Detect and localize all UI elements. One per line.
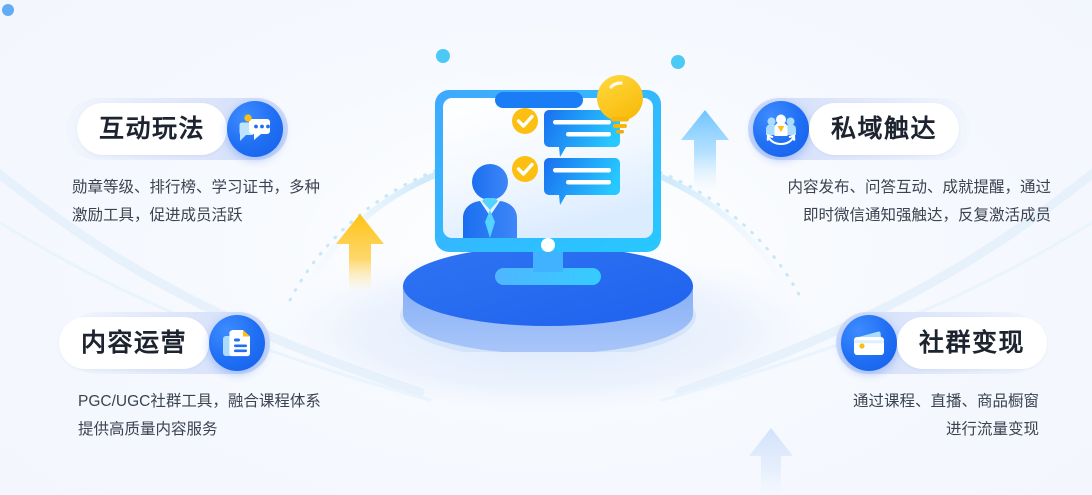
card-content: 内容运营 PGC/UGC社群工具，融合课程体系 提供高质量内容服务 — [58, 312, 321, 444]
central-illustration — [383, 62, 713, 352]
people-group-icon[interactable] — [753, 101, 809, 157]
card-monetize-title: 社群变现 — [919, 328, 1026, 357]
card-interactive-desc-line1: 勋章等级、排行榜、学习证书，多种 — [72, 179, 321, 196]
arrow-up-pale — [749, 428, 793, 495]
card-interactive-description: 勋章等级、排行榜、学习证书，多种 激励工具，促进成员活跃 — [72, 174, 320, 230]
card-interactive-desc-line2: 激励工具，促进成员活跃 — [72, 207, 243, 224]
lightbulb-icon — [597, 75, 643, 134]
card-private-pill[interactable]: 私域触达 — [748, 98, 970, 160]
arc-dot-left — [436, 49, 450, 63]
documents-icon[interactable] — [209, 315, 265, 371]
card-interactive-title: 互动玩法 — [98, 114, 205, 143]
card-monetize-label-chip: 社群变现 — [897, 317, 1048, 369]
screen-title-bar — [495, 92, 583, 108]
card-private-desc-line1: 内容发布、问答互动、成就提醒，通过 — [787, 179, 1051, 196]
card-monetize-desc-line2: 进行流量变现 — [945, 421, 1039, 438]
card-private: 私域触达 内容发布、问答互动、成就提醒，通过 即时微信通知强触达，反复激活成员 — [748, 98, 1051, 230]
monitor-stand-base — [495, 268, 601, 285]
card-content-desc-line2: 提供高质量内容服务 — [78, 421, 218, 438]
card-interactive-pill[interactable]: 互动玩法 — [66, 98, 288, 160]
card-interactive: 互动玩法 勋章等级、排行榜、学习证书，多种 激励工具，促进成员活跃 — [66, 98, 320, 230]
card-monetize: 社群变现 通过课程、直播、商品橱窗 进行流量变现 — [835, 312, 1048, 444]
card-private-desc-line2: 即时微信通知强触达，反复激活成员 — [802, 207, 1051, 224]
chat-bubble-1 — [544, 110, 620, 157]
arrow-up-yellow — [336, 214, 384, 292]
checkmark-1 — [512, 108, 538, 134]
card-private-label-chip: 私域触达 — [809, 103, 960, 155]
card-private-title: 私域触达 — [831, 114, 938, 143]
arrow-up-blue — [681, 110, 729, 190]
chat-bubble-2 — [544, 158, 620, 205]
card-content-description: PGC/UGC社群工具，融合课程体系 提供高质量内容服务 — [78, 388, 321, 444]
card-monetize-desc-line1: 通过课程、直播、商品橱窗 — [852, 393, 1039, 410]
card-monetize-pill[interactable]: 社群变现 — [836, 312, 1048, 374]
arc-sweep-right — [675, 168, 1092, 397]
card-private-description: 内容发布、问答互动、成就提醒，通过 即时微信通知强触达，反复激活成员 — [747, 174, 1051, 230]
checkmark-2 — [512, 156, 538, 182]
monitor-power-dot — [541, 238, 555, 252]
arc-dot-corner — [2, 4, 14, 16]
arc-dot-right — [671, 55, 685, 69]
card-content-pill[interactable]: 内容运营 — [58, 312, 270, 374]
card-interactive-label-chip: 互动玩法 — [76, 103, 227, 155]
card-content-desc-line1: PGC/UGC社群工具，融合课程体系 — [78, 393, 321, 410]
pedestal-top — [403, 246, 693, 326]
chat-bubbles-icon[interactable] — [227, 101, 283, 157]
arc-sweep-left — [0, 168, 425, 397]
card-content-title: 内容运营 — [80, 328, 187, 357]
card-content-label-chip: 内容运营 — [58, 317, 209, 369]
person-avatar — [463, 164, 517, 238]
wallet-icon[interactable] — [841, 315, 897, 371]
card-monetize-description: 通过课程、直播、商品橱窗 进行流量变现 — [835, 388, 1039, 444]
